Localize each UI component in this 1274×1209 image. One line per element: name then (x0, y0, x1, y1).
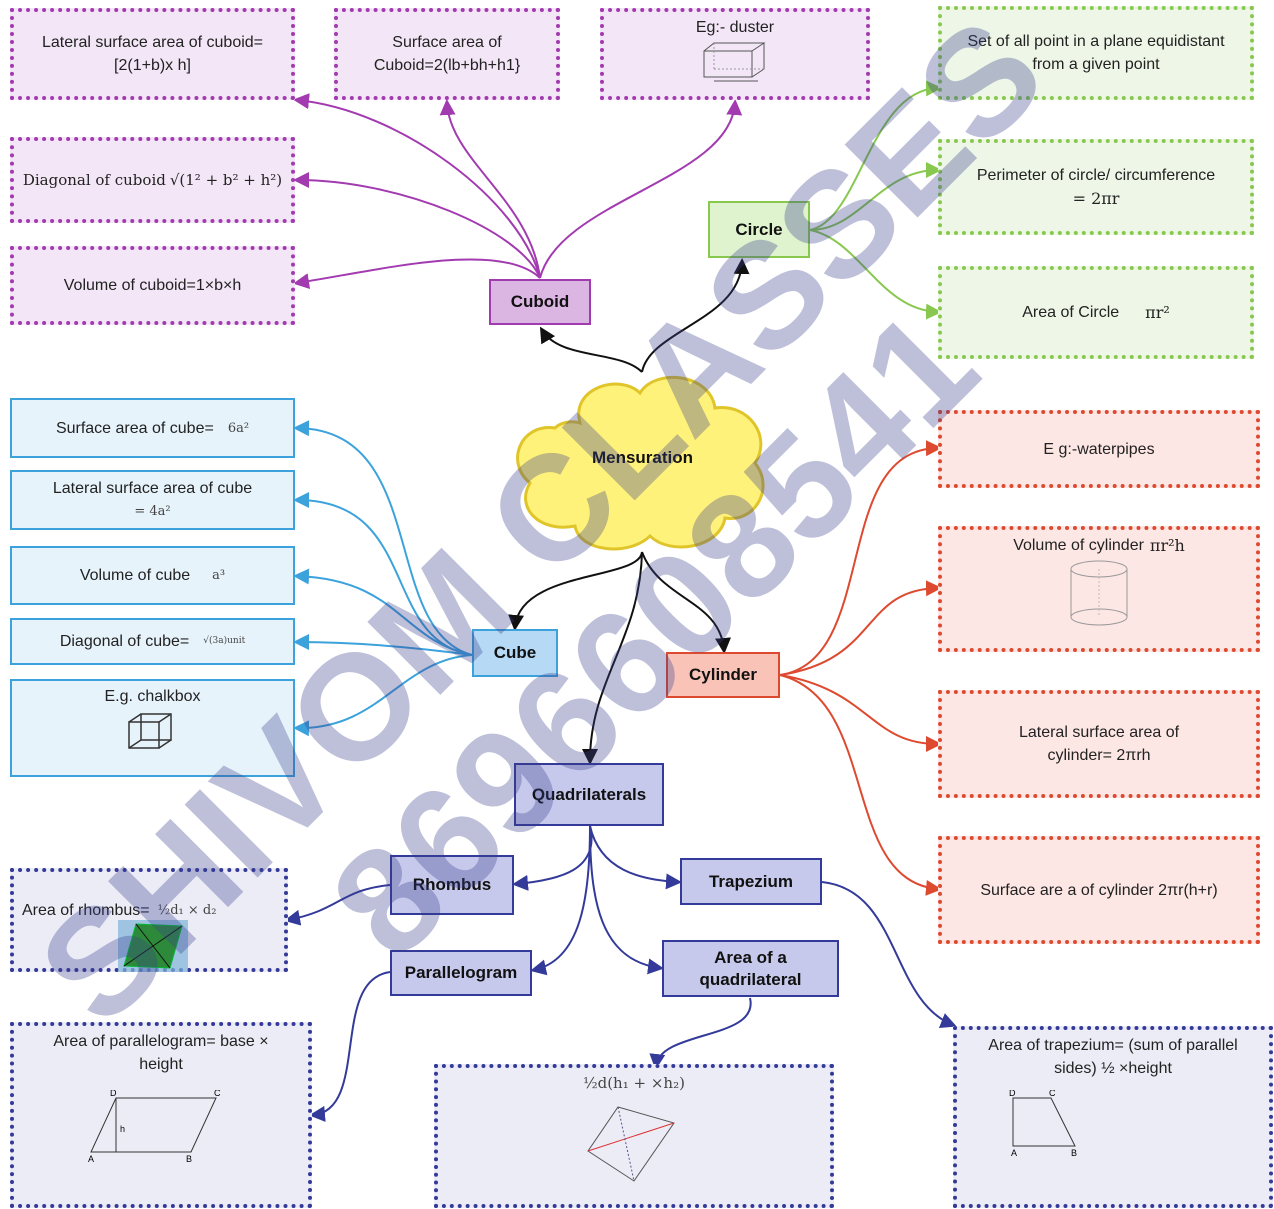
center-branches (508, 258, 750, 765)
cube-lateral-formula: = 4a² (134, 504, 171, 519)
parallelogram-label-b: B (186, 1154, 192, 1164)
cuboid-diagonal-formula: √(1² + b² + h²) (169, 170, 283, 189)
cuboid-branches (293, 93, 743, 290)
cuboid-volume-text: Volume of cuboid=1×b×h (63, 277, 242, 294)
cube-branches (293, 420, 473, 737)
cylinder-example-box: E g:-waterpipes (938, 410, 1260, 488)
rhombus-area-formula: ½d₁ × d₂ (157, 902, 217, 918)
cube-lateral-label: Lateral surface area of cube (52, 480, 253, 497)
cuboid-example-box: Eg:- duster (600, 8, 870, 100)
cube-node[interactable]: Cube (472, 629, 558, 677)
cylinder-lateral-box: Lateral surface area of cylinder= 2πrh (938, 690, 1260, 798)
cuboid-example-text: Eg:- duster (695, 19, 775, 36)
circle-area-box: Area of Circle πr² (938, 266, 1254, 359)
circle-branches (809, 80, 942, 320)
parallelogram-area-box: Area of parallelogram= base × height D C… (10, 1022, 312, 1208)
center-title: Mensuration (591, 448, 694, 467)
circle-area-label: Area of Circle (1022, 304, 1120, 321)
circle-perimeter-formula: = 2πr (1072, 189, 1120, 208)
parallelogram-label-c: C (214, 1090, 221, 1098)
rhombus-area-box: Area of rhombus= ½d₁ × d₂ (10, 868, 288, 972)
cylinder-volume-label: Volume of cylinder (1013, 537, 1144, 554)
trapezium-label-d: D (1009, 1090, 1016, 1098)
cuboid-surface-box: Surface area of Cuboid=2(lb+bh+h1} (334, 8, 560, 100)
parallelogram-label-d: D (110, 1090, 117, 1098)
cube-volume-label: Volume of cube (79, 567, 191, 584)
circle-definition-text: Set of all point in a plane equidistant … (967, 33, 1225, 73)
cube-diagonal-box: Diagonal of cube= √(3a)unit (10, 618, 295, 665)
cuboid-lateral-text: Lateral surface area of cuboid= [2(1+b)x… (41, 34, 264, 74)
center-cloud (516, 376, 765, 551)
cube-lateral-box: Lateral surface area of cube = 4a² (10, 470, 295, 530)
cylinder-volume-formula: πr²h (1149, 536, 1185, 555)
quad-branches (284, 825, 957, 1122)
cylinder-example-text: E g:-waterpipes (1043, 440, 1155, 458)
quadrilateral-area-formula: ½d(h₁ + ×h₂) (583, 1074, 685, 1092)
cylinder-volume-box: Volume of cylinder πr²h (938, 526, 1260, 652)
quadrilateral-area-box: ½d(h₁ + ×h₂) (434, 1064, 834, 1208)
cylinder-lateral-text: Lateral surface area of cylinder= 2πrh (1018, 724, 1180, 764)
cylinder-surface-text: Surface are a of cylinder 2πr(h+r) (980, 881, 1218, 899)
cuboid-figure (703, 42, 766, 82)
parallelogram-node[interactable]: Parallelogram (390, 950, 532, 996)
cuboid-lateral-box: Lateral surface area of cuboid= [2(1+b)x… (10, 8, 295, 100)
trapezium-label-b: B (1071, 1148, 1077, 1158)
parallelogram-area-text: Area of parallelogram= base × height (53, 1033, 269, 1073)
trapezium-label-c: C (1049, 1090, 1056, 1098)
cuboid-node[interactable]: Cuboid (489, 279, 591, 325)
circle-area-formula: πr² (1145, 303, 1170, 322)
cuboid-diagonal-label: Diagonal of cuboid (22, 170, 166, 189)
cube-diagonal-formula: √(3a)unit (203, 636, 246, 646)
cube-surface-label: Surface area of cube= (55, 419, 214, 437)
cylinder-surface-box: Surface are a of cylinder 2πr(h+r) (938, 836, 1260, 944)
cylinder-node[interactable]: Cylinder (666, 652, 780, 698)
cube-example-box: E.g. chalkbox (10, 679, 295, 777)
rhombus-area-label: Area of rhombus= (22, 901, 150, 919)
trapezium-area-text: Area of trapezium= (sum of parallel side… (988, 1037, 1238, 1077)
trapezium-figure: D C A B (1009, 1090, 1077, 1158)
cube-example-text: E.g. chalkbox (104, 688, 201, 705)
cylinder-branches (779, 440, 942, 896)
cube-figure (127, 713, 172, 749)
quadrilateral-figure (587, 1106, 675, 1182)
cube-volume-formula: a³ (212, 568, 226, 583)
circle-node[interactable]: Circle (708, 201, 810, 258)
parallelogram-figure: D C A B h (88, 1090, 221, 1164)
parallelogram-label-a: A (88, 1154, 94, 1164)
rhombus-node[interactable]: Rhombus (390, 855, 514, 915)
cuboid-surface-text: Surface area of Cuboid=2(lb+bh+h1} (373, 34, 521, 74)
circle-perimeter-box: Perimeter of circle/ circumference = 2πr (938, 139, 1254, 235)
parallelogram-label-h: h (120, 1124, 125, 1134)
area-quadrilateral-node[interactable]: Area of a quadrilateral (662, 940, 839, 997)
trapezium-area-box: Area of trapezium= (sum of parallel side… (953, 1026, 1273, 1208)
quadrilaterals-node[interactable]: Quadrilaterals (514, 763, 664, 826)
circle-perimeter-label: Perimeter of circle/ circumference (976, 167, 1216, 184)
trapezium-node[interactable]: Trapezium (680, 858, 822, 905)
cuboid-volume-box: Volume of cuboid=1×b×h (10, 246, 295, 325)
cube-surface-formula: 6a² (227, 420, 250, 436)
cube-diagonal-label: Diagonal of cube= (59, 633, 190, 650)
trapezium-label-a: A (1011, 1148, 1017, 1158)
cube-volume-box: Volume of cube a³ (10, 546, 295, 605)
cuboid-diagonal-box: Diagonal of cuboid √(1² + b² + h²) (10, 137, 295, 223)
circle-definition-box: Set of all point in a plane equidistant … (938, 6, 1254, 100)
rhombus-figure (118, 920, 188, 972)
cube-surface-box: Surface area of cube= 6a² (10, 398, 295, 458)
cylinder-figure (1070, 560, 1128, 626)
